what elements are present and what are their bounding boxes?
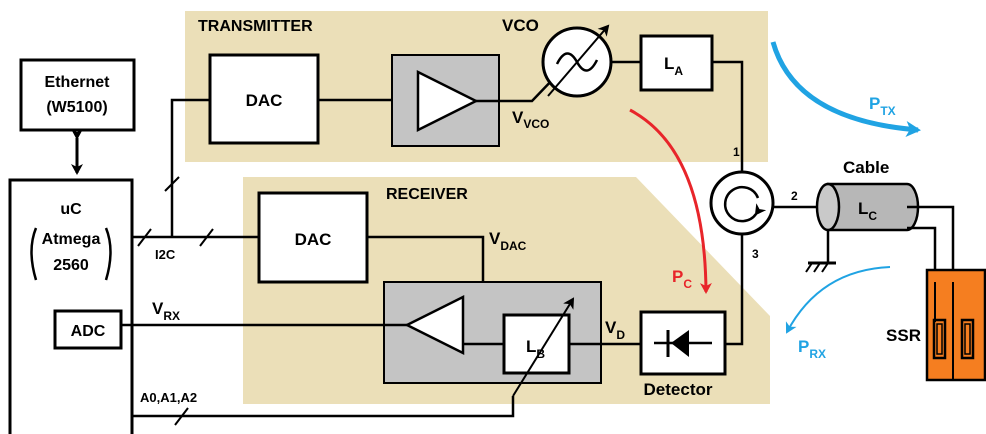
circulator-rotation-arrow — [723, 185, 767, 223]
prx-arrow — [785, 266, 891, 334]
vd-label: VD — [605, 318, 625, 342]
cable-core-to-ssr — [907, 205, 955, 282]
rx-dac-block — [257, 191, 369, 284]
ground-hatch-1 — [805, 262, 813, 273]
detector-label: Detector — [644, 380, 713, 399]
i2c-slash-1 — [164, 176, 180, 192]
microcontroller-block — [8, 178, 134, 434]
ssr-element-left — [932, 318, 947, 360]
circulator-symbol — [709, 170, 775, 236]
vdac-label: VDAC — [489, 229, 527, 253]
la-block — [639, 34, 714, 92]
uc-label-line2: Atmega — [42, 231, 101, 248]
detector-diode — [671, 330, 689, 357]
lc-label: LC — [858, 199, 877, 223]
adc-block — [53, 309, 123, 350]
ssr-element-right — [960, 318, 975, 360]
cable-return-to-ssr — [907, 226, 937, 282]
lb-block — [502, 313, 571, 375]
transmitter-title: TRANSMITTER — [198, 18, 313, 35]
address-pins-label: A0,A1,A2 — [140, 390, 197, 405]
amp-to-vco — [476, 75, 557, 103]
circulator-port3: 3 — [752, 247, 759, 261]
cable-label: Cable — [843, 158, 889, 177]
address-pins-line — [132, 396, 515, 418]
ptx-label: PTX — [869, 94, 896, 118]
i2c-label: I2C — [155, 247, 176, 262]
uc-left-bracket — [30, 227, 38, 281]
tx-amp-triangle — [416, 69, 479, 133]
vvco-label: VVCO — [512, 108, 549, 131]
lb-tuning-arrow — [512, 297, 575, 397]
circulator-port2: 2 — [791, 189, 798, 203]
uc-label-line1: uC — [60, 201, 82, 218]
ground-hatch-3 — [821, 262, 829, 273]
ssr-element-left-inner — [936, 323, 943, 355]
vco-tuning-arrow — [547, 24, 610, 97]
ground-hatch-2 — [813, 262, 821, 273]
receiver-title: RECEIVER — [386, 186, 468, 203]
cable-end-face — [815, 182, 841, 232]
adc-label: ADC — [71, 323, 106, 340]
i2c-bus-to-tx-dac — [170, 98, 210, 237]
circulator-port1: 1 — [733, 145, 740, 159]
uc-label-line3: 2560 — [53, 257, 89, 274]
tx-dac-label: DAC — [246, 91, 283, 110]
prx-label: PRX — [798, 337, 826, 361]
tx-dac-block — [208, 53, 320, 145]
rx-dac-label: DAC — [295, 230, 332, 249]
la-label: LA — [664, 54, 683, 78]
la-to-circulator — [712, 60, 744, 171]
circulator-to-detector — [725, 234, 744, 346]
pc-arrow — [629, 108, 712, 294]
ptx-arrow — [770, 41, 921, 137]
lb-label: LB — [526, 337, 545, 361]
i2c-slash-2 — [137, 228, 152, 247]
ethernet-label-line1: Ethernet — [45, 74, 111, 91]
vrx-label: VRX — [152, 299, 180, 323]
ssr-element-right-inner — [964, 323, 971, 355]
i2c-slash-3 — [199, 228, 214, 247]
uc-right-bracket — [104, 227, 112, 281]
ssr-label: SSR — [886, 326, 921, 345]
vco-label: VCO — [502, 16, 539, 35]
pc-label: PC — [672, 267, 692, 291]
address-pins-slash — [174, 407, 189, 426]
rx-amp-triangle — [404, 294, 465, 356]
ethernet-label-line2: (W5100) — [46, 99, 107, 116]
cable-body — [826, 182, 920, 232]
ethernet-block — [19, 58, 136, 132]
